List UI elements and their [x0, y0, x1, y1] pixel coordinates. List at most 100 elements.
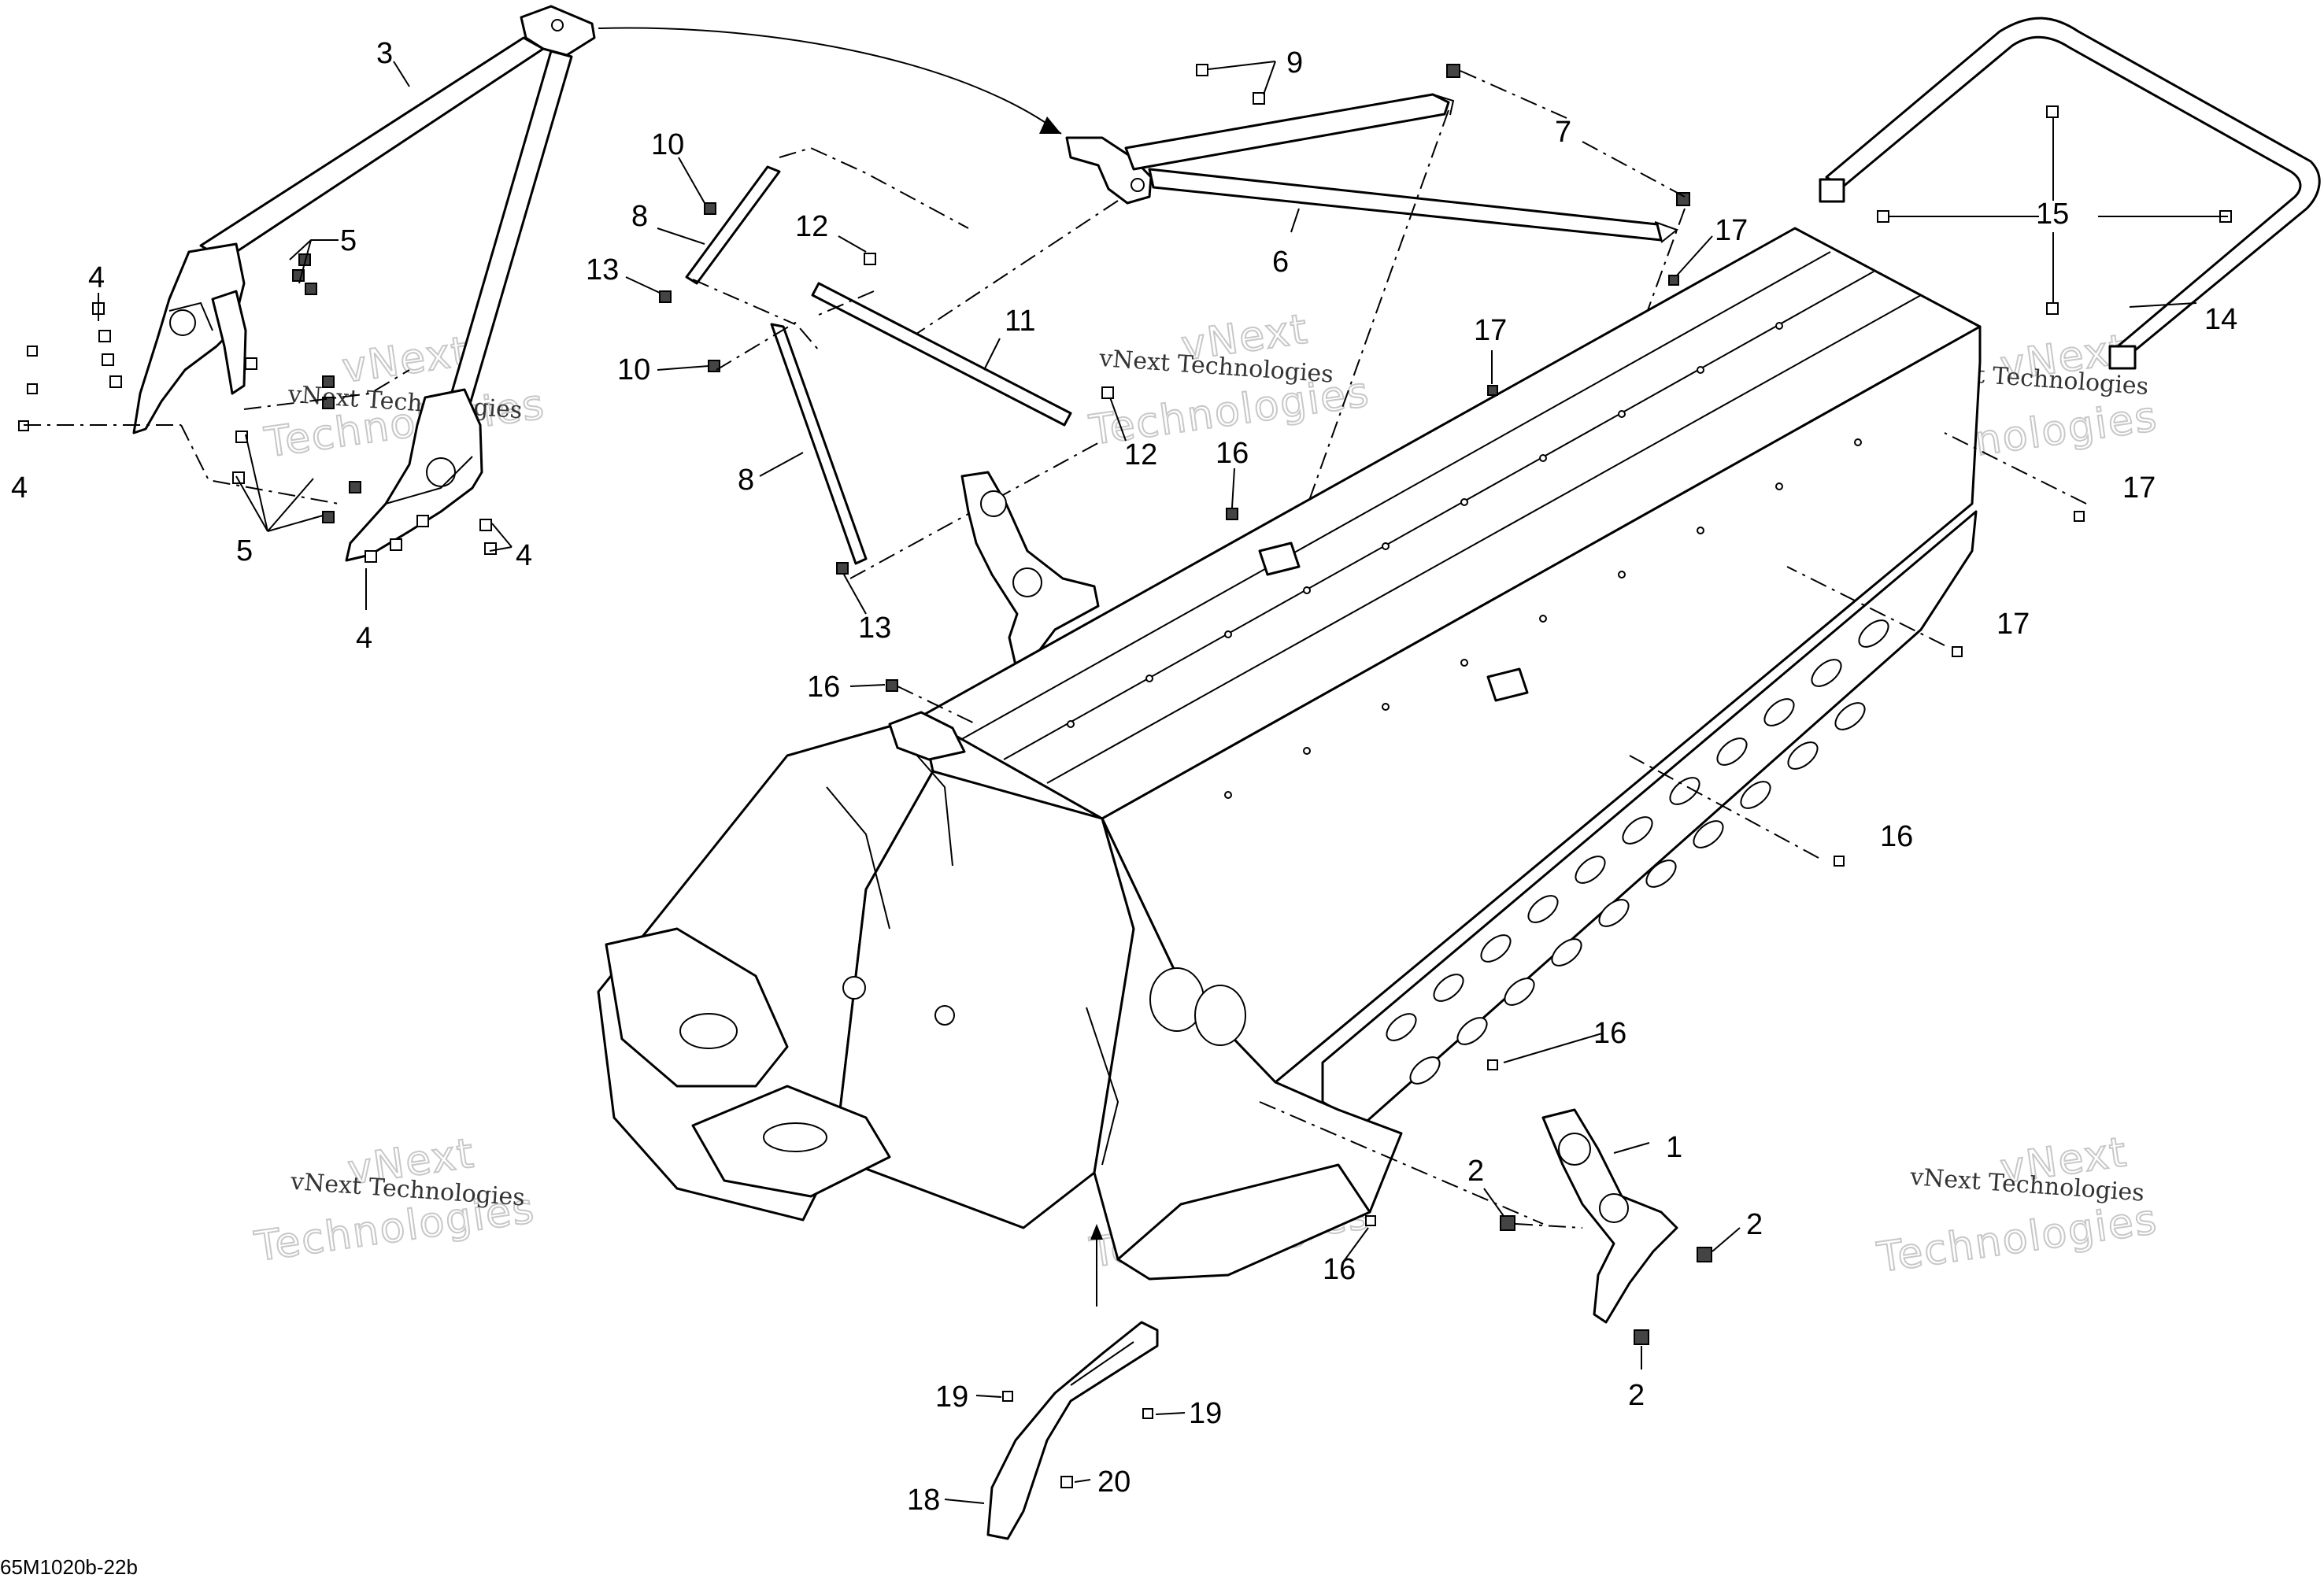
watermark-big-bottom: Technologies — [1874, 1196, 2161, 1281]
nut-16 — [886, 679, 898, 692]
nut-2 — [1697, 1247, 1712, 1262]
axis-16c — [1629, 755, 1819, 859]
rod-8-lower — [770, 323, 868, 565]
nut-13-lower — [836, 562, 849, 575]
column-tube-right — [449, 50, 573, 403]
leader-13-upper — [625, 276, 661, 294]
leader-16a — [849, 684, 886, 687]
drawing-code: 65M1020b-22b — [0, 1555, 138, 1579]
nut — [322, 397, 335, 409]
support-arm-6 — [1148, 168, 1663, 242]
watermark-big-top: vNext — [339, 328, 472, 393]
steering-support-assembly — [897, 61, 1690, 686]
bracket-hole — [1012, 567, 1042, 597]
leader-10-lower — [657, 365, 709, 371]
nut-17 — [1668, 275, 1679, 286]
bolt-19 — [1142, 1408, 1153, 1419]
callout-7: 7 — [1555, 116, 1571, 149]
leader-19a — [975, 1395, 1002, 1398]
axis-16a — [897, 686, 977, 725]
bolt — [98, 330, 111, 342]
rear-bumper-assembly — [1819, 17, 2321, 370]
callout-17: 17 — [1996, 608, 2030, 641]
arm-6-end — [1654, 221, 1679, 243]
leader-6 — [1290, 208, 1300, 233]
axis-clamp-down — [897, 200, 1119, 347]
washer-20 — [1060, 1476, 1073, 1488]
bolt — [109, 375, 122, 388]
rod-11 — [811, 282, 1072, 427]
callout-1: 1 — [1666, 1131, 1682, 1164]
axis-17d — [1786, 566, 1945, 646]
callout-labels: 1 2 2 2 3 4 4 4 4 5 5 6 7 8 8 9 10 10 11… — [11, 37, 2237, 1517]
leader-8-lower — [759, 452, 804, 477]
nut — [349, 481, 361, 493]
tunnel-rail — [960, 251, 1831, 741]
arm-7-end — [1432, 94, 1455, 116]
upper-column-assembly — [18, 5, 596, 610]
callout-19: 19 — [1189, 1397, 1222, 1430]
tie-rod-assembly — [625, 146, 1127, 615]
bolt — [484, 542, 497, 555]
callout-15: 15 — [2036, 198, 2069, 231]
callout-11: 11 — [1005, 305, 1035, 338]
leader-10-upper — [678, 157, 705, 204]
callout-4: 4 — [11, 471, 28, 505]
callout-17: 17 — [2122, 471, 2156, 505]
column-left-foot-rib — [168, 301, 213, 331]
leader-19b — [1155, 1412, 1186, 1415]
nut-7-bottom — [1676, 192, 1690, 206]
rivet-16 — [1834, 856, 1845, 867]
crossmember-opening — [679, 1013, 738, 1049]
leader-9 — [1208, 61, 1276, 95]
bolt — [27, 346, 38, 357]
callout-4: 4 — [516, 539, 532, 572]
clamp-hole — [1131, 178, 1145, 192]
leader-12-upper — [838, 235, 867, 253]
leader-5-bottom — [235, 434, 324, 532]
nut — [322, 511, 335, 523]
nut-2 — [1634, 1329, 1649, 1345]
bolt — [416, 515, 429, 527]
column-left-foot — [132, 242, 246, 434]
leader-16d — [1503, 1033, 1603, 1063]
axis-rod-top — [779, 146, 969, 229]
callout-2: 2 — [1628, 1379, 1645, 1412]
nut — [232, 471, 245, 484]
guide-slot — [1070, 1341, 1134, 1386]
callout-17: 17 — [1715, 214, 1748, 247]
fasteners-16-17 — [849, 235, 2087, 1264]
callout-16: 16 — [1880, 820, 1913, 853]
bolt-9 — [1253, 92, 1265, 105]
callout-8: 8 — [738, 464, 754, 497]
nut-13-upper — [659, 290, 672, 303]
leader-13-lower — [843, 574, 867, 615]
leader-8-upper — [657, 227, 705, 245]
callout-19: 19 — [935, 1381, 968, 1414]
leader-16b — [1231, 468, 1235, 508]
column-left-plate — [211, 290, 247, 395]
callout-13: 13 — [858, 612, 891, 645]
leader-15 — [1889, 118, 2228, 303]
nut-16 — [1226, 508, 1238, 520]
bolt-9 — [1196, 64, 1208, 76]
callout-2: 2 — [1467, 1155, 1484, 1188]
leader-2a — [1483, 1188, 1504, 1217]
bolt-12-upper — [864, 253, 876, 265]
callout-13: 13 — [586, 253, 619, 286]
bolt-15 — [2046, 302, 2059, 315]
rivet-17 — [1952, 646, 1963, 657]
callout-16: 16 — [1593, 1017, 1626, 1050]
callout-14: 14 — [2204, 303, 2237, 336]
axis-17c — [1944, 432, 2087, 505]
callout-8: 8 — [631, 200, 648, 233]
tunnel-mount-rear — [1486, 667, 1529, 702]
leader-12-lower — [1109, 397, 1127, 442]
lower-guide-assembly — [944, 1224, 1186, 1540]
arrow-column-to-bracket — [598, 27, 1062, 135]
tunnel-mount-front — [1258, 542, 1301, 576]
bolt-set-4 — [18, 302, 497, 563]
callout-12: 12 — [1124, 438, 1157, 471]
callout-4: 4 — [88, 261, 105, 294]
crossmember-opening — [763, 1122, 827, 1152]
